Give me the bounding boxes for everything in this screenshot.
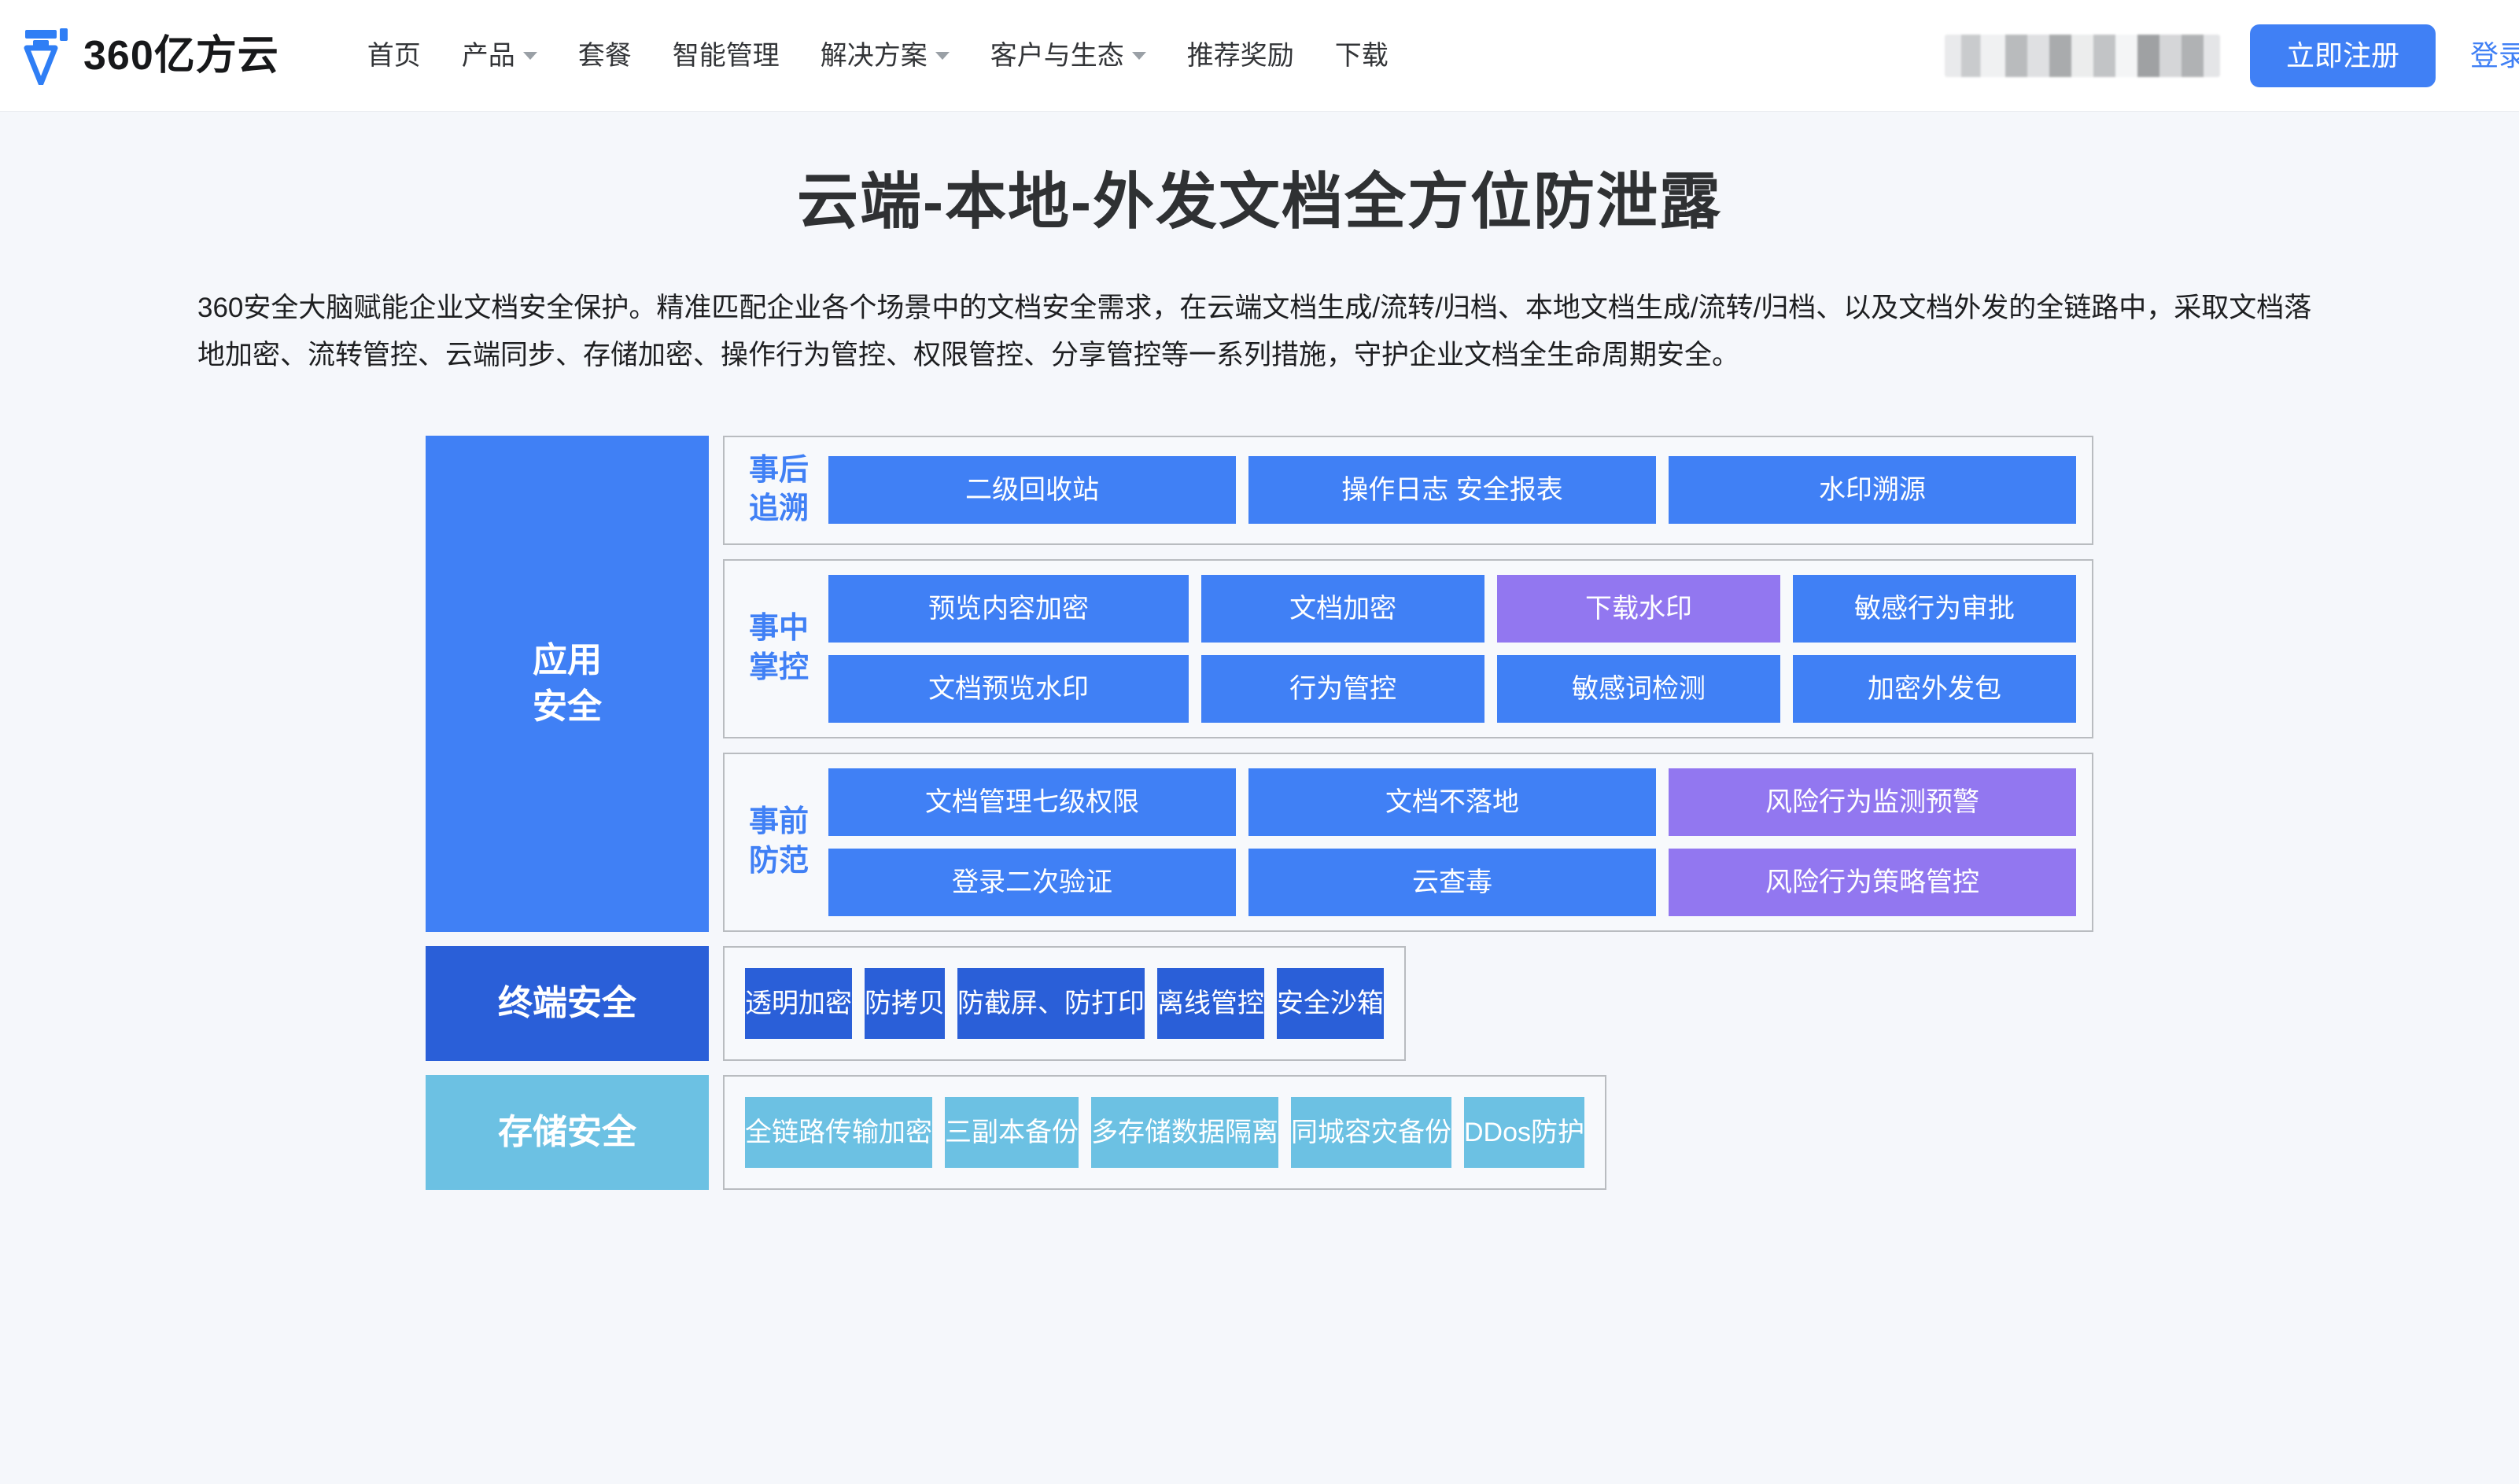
header-actions: 立即注册 登录 [1944, 0, 2519, 112]
tile-full-link-transmission-encryption[interactable]: 全链路传输加密 [745, 1096, 932, 1168]
tile-document-preview-watermark[interactable]: 文档预览水印 [828, 654, 1189, 723]
tile-row: 透明加密 防拷贝 防截屏、防打印 离线管控 安全沙箱 [745, 967, 1384, 1039]
side-label-line2: 安全 [533, 687, 602, 727]
tile-sensitive-word-detection[interactable]: 敏感词检测 [1497, 654, 1781, 723]
redacted-contact-info [1944, 35, 2220, 77]
hero-description: 360安全大脑赋能企业文档安全保护。精准匹配企业各个场景中的文档安全需求，在云端… [197, 292, 2312, 370]
register-button[interactable]: 立即注册 [2249, 24, 2436, 87]
tile-behavior-control[interactable]: 行为管控 [1201, 654, 1485, 723]
tile-risk-behavior-policy-control[interactable]: 风险行为策略管控 [1669, 848, 2076, 916]
panel-in-process-control: 事中 掌控 预览内容加密 文档加密 下载水印 敏感行为审批 文档预览水印 行为管… [723, 558, 2093, 738]
panel-label: 事前 防范 [740, 803, 817, 881]
panel-pre-incident-prevention: 事前 防范 文档管理七级权限 文档不落地 风险行为监测预警 登录二次验证 云查毒… [723, 752, 2093, 932]
nav-item-download[interactable]: 下载 [1315, 42, 1409, 69]
chevron-down-icon [935, 51, 950, 60]
tile-download-watermark[interactable]: 下载水印 [1497, 574, 1781, 643]
tile-anti-screenshot-anti-print[interactable]: 防截屏、防打印 [957, 967, 1145, 1039]
nav-item-label: 推荐奖励 [1186, 40, 1294, 71]
panel-label-line1: 事前 [748, 805, 809, 839]
tile-row: 文档管理七级权限 文档不落地 风险行为监测预警 [828, 768, 2076, 836]
tile-cloud-antivirus[interactable]: 云查毒 [1248, 848, 1656, 916]
panel-storage-security: 全链路传输加密 三副本备份 多存储数据隔离 同城容灾备份 DDos防护 [723, 1074, 1607, 1190]
tile-document-no-local-storage[interactable]: 文档不落地 [1248, 768, 1656, 836]
panel-label: 事中 掌控 [740, 609, 817, 687]
side-label-terminal-security: 终端安全 [426, 945, 709, 1061]
tile-row: 二级回收站 操作日志 安全报表 水印溯源 [828, 456, 2076, 525]
tile-document-encryption[interactable]: 文档加密 [1201, 574, 1485, 643]
tile-row: 预览内容加密 文档加密 下载水印 敏感行为审批 [828, 574, 2076, 643]
tile-sensitive-behavior-approval[interactable]: 敏感行为审批 [1793, 574, 2076, 643]
side-label-line1: 应用 [533, 640, 602, 679]
nav-item-label: 下载 [1334, 40, 1389, 71]
tile-offline-control[interactable]: 离线管控 [1157, 967, 1264, 1039]
tile-security-sandbox[interactable]: 安全沙箱 [1277, 967, 1384, 1039]
side-label-application-security: 应用 安全 [426, 435, 709, 932]
panel-grid: 二级回收站 操作日志 安全报表 水印溯源 [828, 456, 2076, 525]
nav-item-smart-management[interactable]: 智能管理 [652, 42, 800, 69]
logo-mark-icon [22, 27, 72, 85]
chevron-down-icon [522, 51, 537, 60]
side-label-storage-security: 存储安全 [426, 1074, 709, 1190]
nav-item-customers-ecosystem[interactable]: 客户与生态 [970, 42, 1167, 69]
tile-anti-copy[interactable]: 防拷贝 [865, 967, 945, 1039]
panel-label: 事后 追溯 [740, 451, 817, 529]
nav-item-label: 套餐 [577, 40, 632, 71]
tile-row: 文档预览水印 行为管控 敏感词检测 加密外发包 [828, 654, 2076, 723]
panel-label-line1: 事中 [748, 612, 809, 646]
tile-multi-storage-data-isolation[interactable]: 多存储数据隔离 [1091, 1096, 1278, 1168]
nav-item-label: 首页 [367, 40, 421, 71]
tile-operation-log-security-report[interactable]: 操作日志 安全报表 [1248, 456, 1656, 525]
tile-preview-content-encryption[interactable]: 预览内容加密 [828, 574, 1189, 643]
chevron-down-icon [1131, 51, 1146, 60]
tile-document-seven-level-permissions[interactable]: 文档管理七级权限 [828, 768, 1236, 836]
tile-encrypted-outbound-package[interactable]: 加密外发包 [1793, 654, 2076, 723]
panel-grid: 文档管理七级权限 文档不落地 风险行为监测预警 登录二次验证 云查毒 风险行为策… [828, 768, 2076, 916]
login-link[interactable]: 登录 [2469, 39, 2519, 72]
panel-grid: 全链路传输加密 三副本备份 多存储数据隔离 同城容灾备份 DDos防护 [745, 1096, 1585, 1168]
site-header: 360亿方云 首页 产品 套餐 智能管理 解决方案 客户与生态 推荐奖励 下载 [0, 0, 2519, 112]
page-title: 云端-本地-外发文档全方位防泄露 [797, 167, 1722, 236]
nav-item-products[interactable]: 产品 [441, 42, 558, 69]
hero-section: 云端-本地-外发文档全方位防泄露 360安全大脑赋能企业文档安全保护。精准匹配企… [0, 112, 2519, 379]
terminal-security-row: 终端安全 透明加密 防拷贝 防截屏、防打印 离线管控 安全沙箱 [426, 945, 2093, 1061]
tile-watermark-tracing[interactable]: 水印溯源 [1669, 456, 2076, 525]
tile-risk-behavior-monitoring-alert[interactable]: 风险行为监测预警 [1669, 768, 2076, 836]
nav-item-home[interactable]: 首页 [347, 42, 441, 69]
main-navigation: 首页 产品 套餐 智能管理 解决方案 客户与生态 推荐奖励 下载 [347, 42, 1409, 69]
nav-item-label: 产品 [461, 40, 515, 71]
nav-item-solutions[interactable]: 解决方案 [800, 42, 970, 69]
tile-row: 全链路传输加密 三副本备份 多存储数据隔离 同城容灾备份 DDos防护 [745, 1096, 1585, 1168]
panel-label-line1: 事后 [748, 453, 809, 487]
brand-name: 360亿方云 [83, 32, 279, 79]
storage-security-row: 存储安全 全链路传输加密 三副本备份 多存储数据隔离 同城容灾备份 DDos防护 [426, 1074, 2093, 1190]
application-security-panels: 事后 追溯 二级回收站 操作日志 安全报表 水印溯源 事中 掌控 [723, 435, 2093, 932]
panel-post-incident-tracing: 事后 追溯 二级回收站 操作日志 安全报表 水印溯源 [723, 435, 2093, 545]
nav-item-label: 解决方案 [820, 40, 928, 71]
nav-item-label: 智能管理 [672, 40, 780, 71]
tile-login-two-factor-verification[interactable]: 登录二次验证 [828, 848, 1236, 916]
panel-grid: 透明加密 防拷贝 防截屏、防打印 离线管控 安全沙箱 [745, 967, 1384, 1039]
panel-label-line2: 追溯 [748, 492, 809, 526]
tile-secondary-recycle-bin[interactable]: 二级回收站 [828, 456, 1236, 525]
panel-label-line2: 防范 [748, 844, 809, 878]
nav-item-referral-rewards[interactable]: 推荐奖励 [1167, 42, 1315, 69]
tile-ddos-protection[interactable]: DDos防护 [1464, 1096, 1585, 1168]
panel-label-line2: 掌控 [748, 650, 809, 684]
tile-transparent-encryption[interactable]: 透明加密 [745, 967, 852, 1039]
nav-item-label: 客户与生态 [990, 40, 1124, 71]
application-security-row: 应用 安全 事后 追溯 二级回收站 操作日志 安全报表 水印溯源 [426, 435, 2093, 932]
panel-grid: 预览内容加密 文档加密 下载水印 敏感行为审批 文档预览水印 行为管控 敏感词检… [828, 574, 2076, 723]
panel-terminal-security: 透明加密 防拷贝 防截屏、防打印 离线管控 安全沙箱 [723, 945, 1406, 1061]
nav-item-packages[interactable]: 套餐 [558, 42, 652, 69]
tile-same-city-disaster-recovery-backup[interactable]: 同城容灾备份 [1291, 1096, 1451, 1168]
tile-row: 登录二次验证 云查毒 风险行为策略管控 [828, 848, 2076, 916]
tile-three-replica-backup[interactable]: 三副本备份 [945, 1096, 1079, 1168]
security-architecture-diagram: 应用 安全 事后 追溯 二级回收站 操作日志 安全报表 水印溯源 [426, 435, 2093, 1190]
brand-logo[interactable]: 360亿方云 [22, 27, 279, 85]
